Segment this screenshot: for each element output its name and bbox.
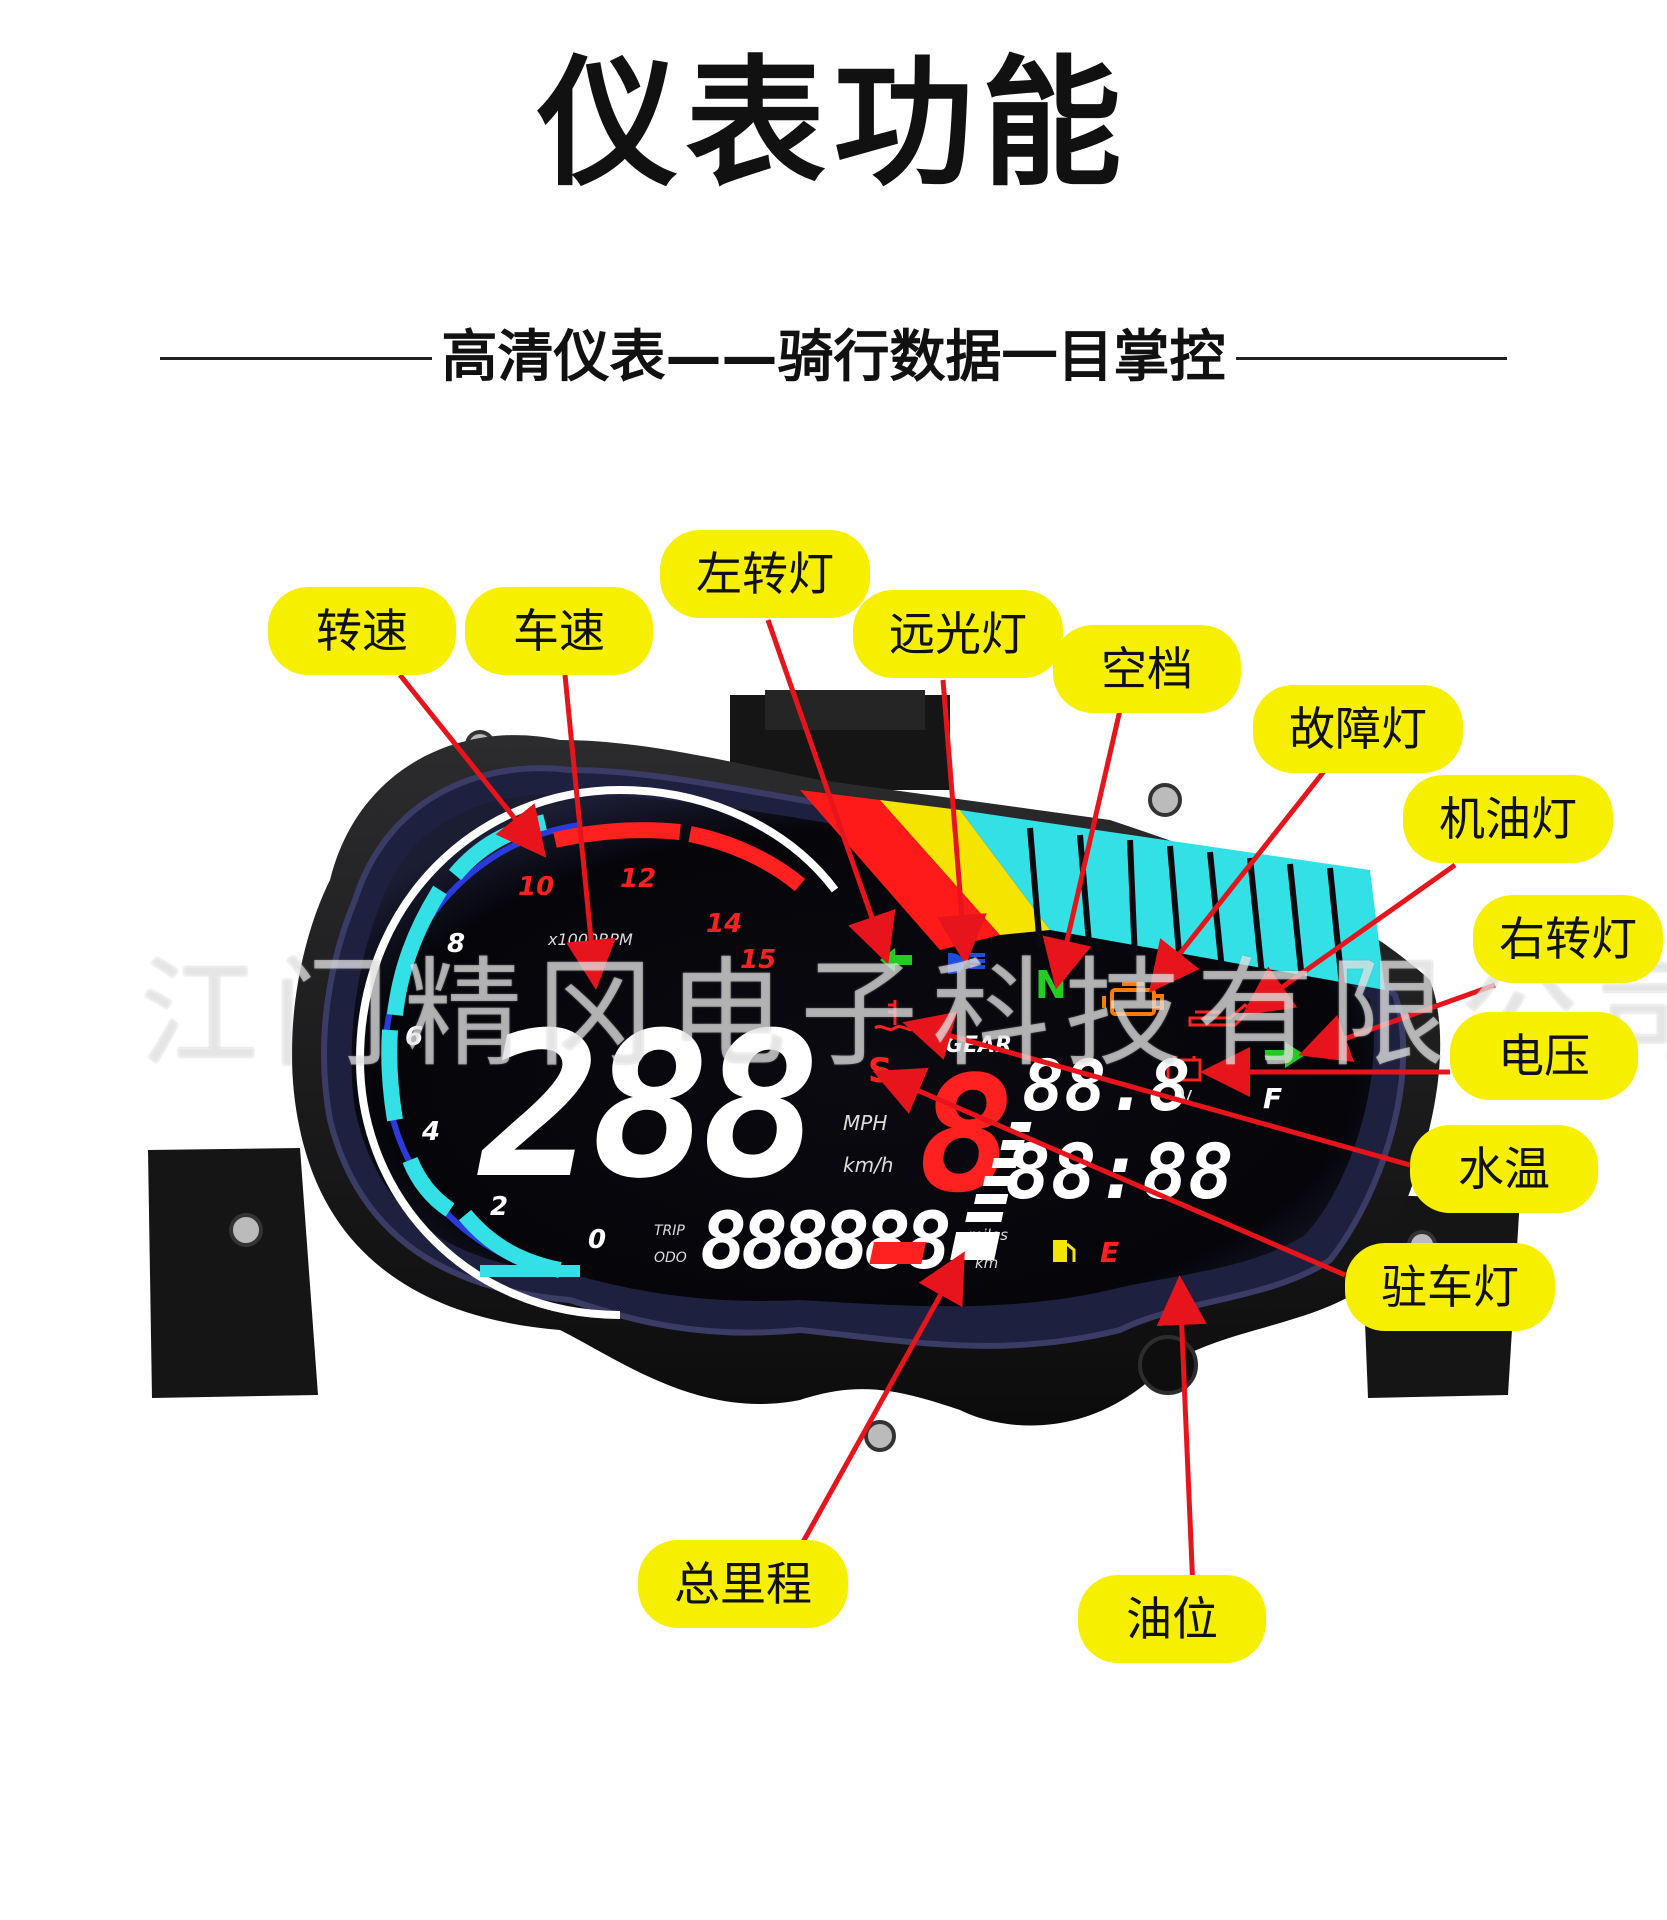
rpm-outer-ring	[355, 785, 839, 1319]
clock-readout: 88:88	[1005, 1127, 1234, 1216]
speed-unit-kmh: km/h	[843, 1153, 893, 1177]
odo-label: ODO	[654, 1250, 687, 1266]
right-turn-arrow-icon	[1265, 1042, 1305, 1068]
subtitle: 高清仪表——骑行数据一目掌控	[160, 325, 1507, 391]
speed-unit-mph: MPH	[843, 1111, 887, 1135]
rpm-red-segments	[553, 822, 806, 892]
color-fan-bar	[800, 790, 1385, 990]
subtitle-text: 高清仪表——骑行数据一目掌控	[431, 325, 1236, 390]
rpm-tick-14: 14	[706, 909, 742, 939]
fuel-empty-label: E	[1100, 1236, 1119, 1269]
adjust-knob	[1138, 1335, 1198, 1395]
rpm-tick-2: 2	[490, 1192, 508, 1222]
callout-odometer: 总里程	[638, 1540, 848, 1628]
rpm-tick-10: 10	[518, 872, 554, 902]
fuel-level-bars	[950, 1122, 1032, 1260]
callout-neutral: 空档	[1053, 625, 1241, 713]
fuel-pump-icon	[1053, 1240, 1076, 1262]
rpm-bottom-bar	[480, 1265, 580, 1277]
rpm-tick-4: 4	[421, 1117, 440, 1147]
callout-arrows	[398, 619, 1496, 1591]
trip-label: TRIP	[654, 1223, 685, 1239]
rpm-tick-12: 12	[620, 864, 656, 894]
rpm-tick-0: 0	[588, 1225, 606, 1255]
callout-left-turn: 左转灯	[660, 530, 870, 618]
rpm-tick-6: 6	[405, 1022, 423, 1052]
bottom-screw	[864, 1420, 896, 1452]
watermark: 江门精冈电子科技有限公司	[140, 945, 1667, 1083]
callout-rpm: 转速	[268, 587, 456, 675]
callout-right-turn: 右转灯	[1473, 895, 1663, 983]
callout-speed: 车速	[465, 587, 653, 675]
mount-bracket-left	[148, 1148, 318, 1398]
callout-high-beam: 远光灯	[853, 590, 1063, 678]
voltage-readout: 88.8	[1022, 1045, 1191, 1127]
callout-voltage: 电压	[1450, 1012, 1638, 1100]
callout-water-temp: 水温	[1410, 1125, 1598, 1213]
rpm-tick-15: 15	[740, 945, 776, 975]
coolant-temp-icon	[874, 1000, 916, 1031]
fuel-full-label: F	[1263, 1082, 1282, 1115]
callout-parking: 驻车灯	[1345, 1243, 1555, 1331]
speed-readout: 288	[477, 990, 813, 1223]
page-title: 仪表功能	[537, 43, 1130, 206]
engine-fault-icon	[1102, 982, 1164, 1016]
callout-fuel: 油位	[1078, 1575, 1266, 1663]
callout-fault: 故障灯	[1253, 685, 1463, 773]
rpm-tick-8: 8	[447, 929, 465, 959]
callout-oil: 机油灯	[1403, 775, 1613, 863]
fuel-empty-bar	[869, 1242, 927, 1264]
